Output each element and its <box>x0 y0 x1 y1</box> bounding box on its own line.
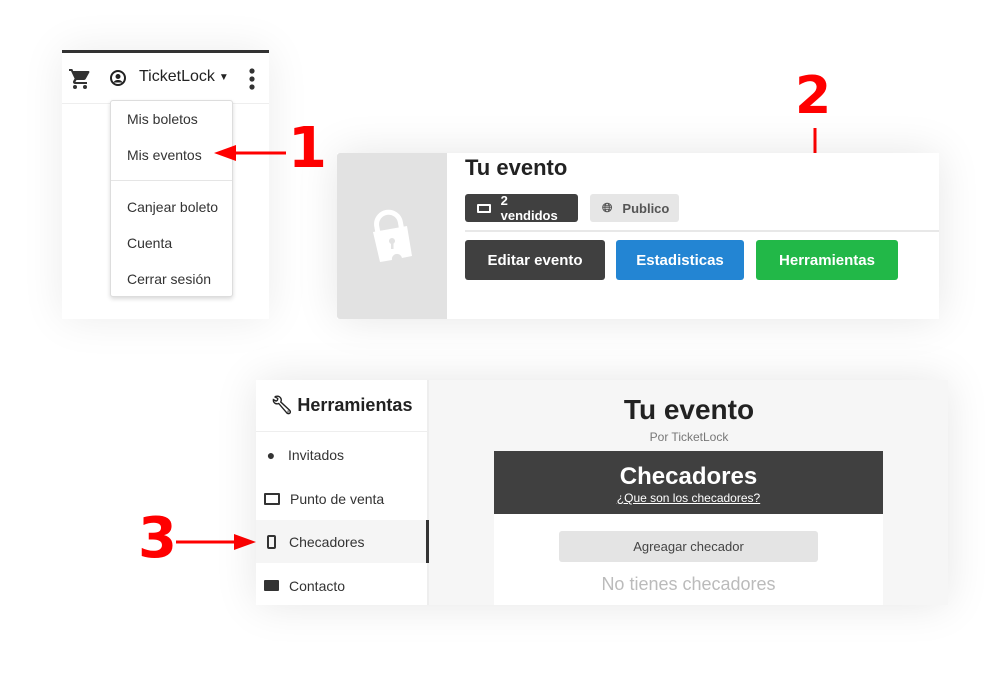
event-title: Tu evento <box>623 394 755 425</box>
sidebar-header: 🔧︎Herramientas <box>256 380 427 432</box>
add-checador-button[interactable]: Agreagar checador <box>559 531 818 562</box>
event-title: Tu evento <box>465 155 568 180</box>
monitor-icon <box>264 492 280 505</box>
stats-button[interactable]: Estadisticas <box>616 240 744 280</box>
envelope-icon <box>264 580 279 591</box>
step-2-label: 2 <box>795 66 832 126</box>
step-1-label: 1 <box>288 116 327 181</box>
sidebar-item-invitados[interactable]: ● Invitados <box>256 433 429 476</box>
tools-panel: 🔧︎Herramientas ● Invitados Punto de venta… <box>256 380 948 605</box>
step-3-label: 3 <box>138 506 177 571</box>
event-organizer: Por TicketLock <box>649 430 729 444</box>
ticket-icon <box>477 203 491 213</box>
navbar-panel: TicketLock ▼ Mis boletos Mis eventos Can… <box>62 50 269 319</box>
caret-down-icon: ▼ <box>218 71 229 83</box>
sidebar-item-label: Contacto <box>289 577 346 594</box>
sold-count: 2 vendidos <box>500 193 558 223</box>
cart-icon[interactable] <box>68 67 92 91</box>
user-menu-toggle[interactable]: TicketLock ▼ <box>139 68 229 86</box>
tools-sidebar: 🔧︎Herramientas ● Invitados Punto de venta… <box>256 380 429 605</box>
menu-item-canjear-boleto[interactable]: Canjear boleto <box>127 199 219 215</box>
menu-item-cerrar-sesion[interactable]: Cerrar sesión <box>127 271 212 287</box>
ticketlock-logo-icon <box>373 209 412 262</box>
sidebar-item-label: Checadores <box>289 533 365 550</box>
user-icon: ● <box>266 446 276 463</box>
menu-item-mis-boletos[interactable]: Mis boletos <box>127 111 198 127</box>
edit-event-button[interactable]: Editar evento <box>465 240 605 280</box>
event-card: Tu evento 2 vendidos 🌐︎ Publico Editar ev… <box>337 153 939 319</box>
sidebar-item-contacto[interactable]: Contacto <box>256 564 429 607</box>
sidebar-item-punto-de-venta[interactable]: Punto de venta <box>256 477 429 520</box>
arrow-right-annotation <box>176 534 256 550</box>
sidebar-item-label: Punto de venta <box>290 490 385 507</box>
mobile-phone-icon <box>267 534 276 549</box>
user-circle-icon <box>110 70 126 86</box>
checadores-header: Checadores ¿Que son los checadores? <box>494 451 883 514</box>
checadores-body: Agreagar checador No tienes checadores <box>494 514 883 605</box>
kebab-menu-icon[interactable] <box>248 68 256 90</box>
divider <box>111 180 232 181</box>
what-are-checadores-link[interactable]: ¿Que son los checadores? <box>616 491 761 505</box>
username: TicketLock <box>139 68 215 85</box>
arrow-left-annotation <box>214 145 286 161</box>
event-image-placeholder <box>337 153 447 319</box>
tools-button[interactable]: Herramientas <box>756 240 898 280</box>
menu-item-mis-eventos[interactable]: Mis eventos <box>127 147 202 163</box>
visibility-text: Publico <box>622 200 670 216</box>
sidebar-title: Herramientas <box>297 395 413 415</box>
user-dropdown-menu: Mis boletos Mis eventos Canjear boleto C… <box>110 100 233 297</box>
sidebar-item-label: Invitados <box>288 446 345 463</box>
section-title: Checadores <box>619 463 758 490</box>
sold-badge: 2 vendidos <box>465 193 578 223</box>
menu-item-cuenta[interactable]: Cuenta <box>127 235 173 251</box>
navbar: TicketLock ▼ <box>62 53 269 104</box>
globe-icon: 🌐︎ <box>602 200 613 215</box>
wrench-icon: 🔧︎ <box>270 395 294 415</box>
divider <box>465 230 939 232</box>
sidebar-item-checadores[interactable]: Checadores <box>256 520 429 563</box>
empty-state-text: No tienes checadores <box>601 574 776 594</box>
visibility-badge: 🌐︎ Publico <box>590 194 679 222</box>
